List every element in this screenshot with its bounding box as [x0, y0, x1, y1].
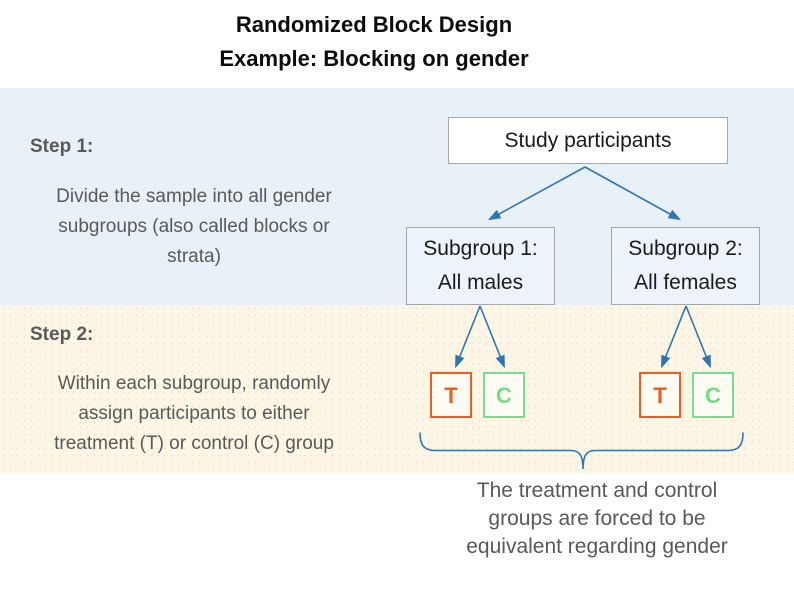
step2-description-line1: Within each subgroup, randomly	[57, 373, 331, 394]
brace-caption-line1: The treatment and control	[476, 479, 718, 502]
page-title-line1: Randomized Block Design	[235, 12, 513, 37]
brace-caption: The treatment and control groups are for…	[427, 477, 767, 561]
step2-description: Within each subgroup, randomly assign pa…	[18, 369, 370, 459]
step2-label: Step 2:	[30, 324, 94, 345]
step1-description-line3: strata)	[167, 246, 221, 267]
study-participants-box: Study participants	[448, 117, 728, 164]
subgroup1-box: Subgroup 1: All males	[406, 227, 555, 305]
control-box-males: C	[483, 372, 525, 418]
treatment-box-females: T	[639, 372, 681, 418]
page-title-line2: Example: Blocking on gender	[219, 46, 529, 71]
brace-caption-line2: groups are forced to be	[488, 507, 706, 530]
control-box-females: C	[692, 372, 734, 418]
page-title: Randomized Block Design Example: Blockin…	[0, 8, 748, 76]
subgroup2-line1: Subgroup 2:	[628, 237, 743, 260]
step1-description-line1: Divide the sample into all gender	[56, 186, 332, 207]
subgroup2-box: Subgroup 2: All females	[611, 227, 760, 305]
treatment-box-males: T	[430, 372, 472, 418]
step1-description-line2: subgroups (also called blocks or	[58, 216, 330, 237]
step1-description: Divide the sample into all gender subgro…	[18, 182, 370, 272]
subgroup2-line2: All females	[634, 271, 737, 294]
step2-description-line3: treatment (T) or control (C) group	[54, 433, 334, 454]
subgroup1-line1: Subgroup 1:	[423, 237, 538, 260]
brace-caption-line3: equivalent regarding gender	[466, 535, 728, 558]
step2-description-line2: assign participants to either	[78, 403, 310, 424]
subgroup1-line2: All males	[437, 271, 524, 294]
step1-label: Step 1:	[30, 136, 94, 157]
